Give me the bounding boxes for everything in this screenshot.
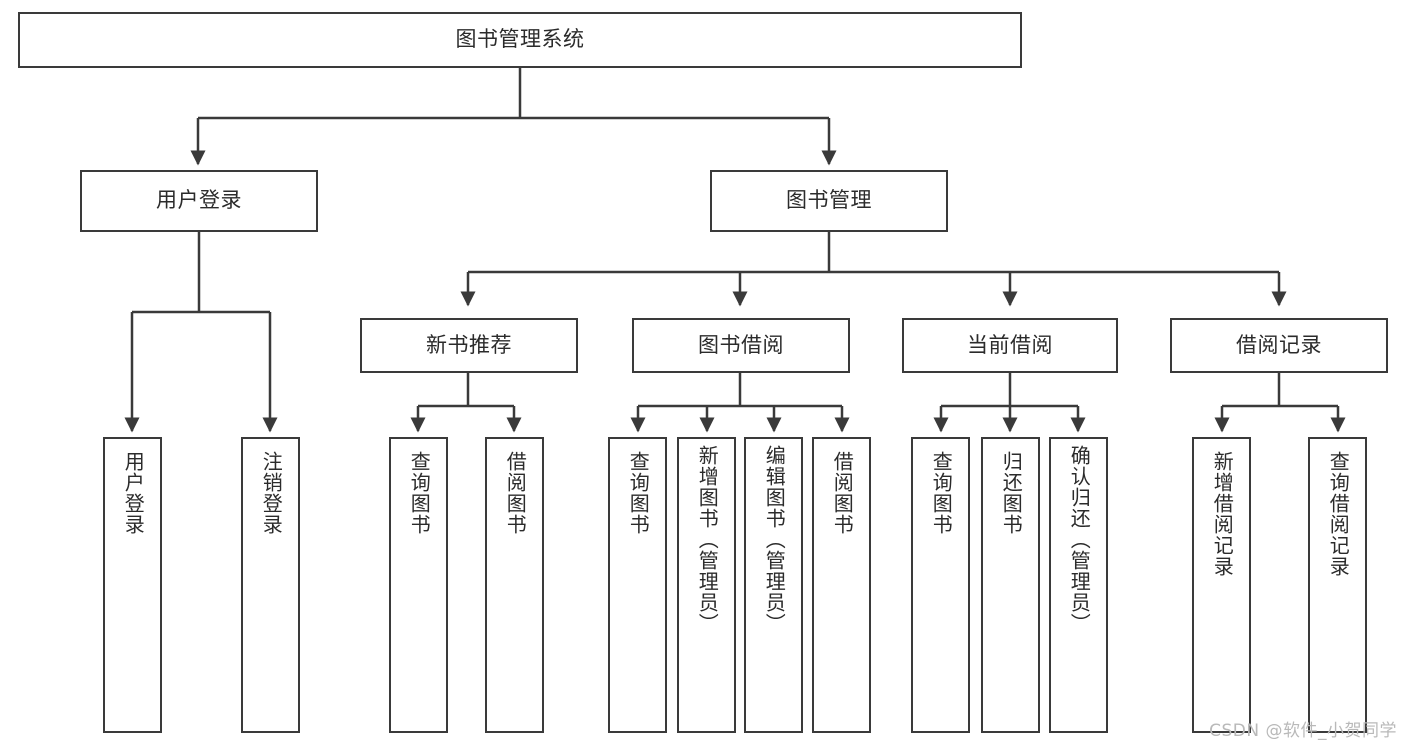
- node-leaf-logout-label: 注销登录: [259, 451, 284, 535]
- node-leaf-confirm-return-admin-label: 确认归还（管理员）: [1067, 445, 1092, 634]
- node-leaf-return-book-label: 归还图书: [999, 451, 1024, 535]
- node-root[interactable]: 图书管理系统: [18, 12, 1022, 68]
- node-book-management[interactable]: 图书管理: [710, 170, 948, 232]
- node-leaf-query-book-borrow[interactable]: 查询图书: [608, 437, 667, 733]
- node-leaf-query-book-recommend-label: 查询图书: [407, 451, 432, 535]
- node-leaf-borrow-book-recommend-label: 借阅图书: [503, 451, 528, 535]
- node-leaf-logout[interactable]: 注销登录: [241, 437, 300, 733]
- node-borrow-records[interactable]: 借阅记录: [1170, 318, 1388, 373]
- node-leaf-query-book-current[interactable]: 查询图书: [911, 437, 970, 733]
- node-leaf-add-book-admin-label: 新增图书（管理员）: [695, 445, 720, 634]
- node-book-borrow[interactable]: 图书借阅: [632, 318, 850, 373]
- node-leaf-query-book-current-label: 查询图书: [929, 451, 954, 535]
- node-new-book-recommend-label: 新书推荐: [426, 332, 512, 357]
- node-leaf-user-login-label: 用户登录: [121, 451, 146, 535]
- node-leaf-confirm-return-admin[interactable]: 确认归还（管理员）: [1049, 437, 1108, 733]
- node-book-management-label: 图书管理: [786, 188, 872, 213]
- node-leaf-query-book-recommend[interactable]: 查询图书: [389, 437, 448, 733]
- node-user-login[interactable]: 用户登录: [80, 170, 318, 232]
- node-book-borrow-label: 图书借阅: [698, 332, 784, 357]
- node-current-borrow-label: 当前借阅: [967, 332, 1053, 357]
- node-leaf-user-login[interactable]: 用户登录: [103, 437, 162, 733]
- node-leaf-add-book-admin[interactable]: 新增图书（管理员）: [677, 437, 736, 733]
- node-leaf-query-borrow-record-label: 查询借阅记录: [1326, 451, 1351, 577]
- node-leaf-query-borrow-record[interactable]: 查询借阅记录: [1308, 437, 1367, 733]
- node-user-login-label: 用户登录: [156, 188, 242, 213]
- node-leaf-add-borrow-record-label: 新增借阅记录: [1210, 451, 1235, 577]
- node-leaf-add-borrow-record[interactable]: 新增借阅记录: [1192, 437, 1251, 733]
- node-borrow-records-label: 借阅记录: [1236, 332, 1322, 357]
- node-leaf-query-book-borrow-label: 查询图书: [626, 451, 651, 535]
- node-leaf-borrow-book[interactable]: 借阅图书: [812, 437, 871, 733]
- node-current-borrow[interactable]: 当前借阅: [902, 318, 1118, 373]
- node-leaf-borrow-book-label: 借阅图书: [830, 451, 855, 535]
- node-leaf-borrow-book-recommend[interactable]: 借阅图书: [485, 437, 544, 733]
- csdn-watermark: CSDN @软件_小贺同学: [1209, 721, 1397, 741]
- node-new-book-recommend[interactable]: 新书推荐: [360, 318, 578, 373]
- node-root-label: 图书管理系统: [455, 27, 585, 52]
- node-leaf-edit-book-admin-label: 编辑图书（管理员）: [762, 445, 787, 634]
- node-leaf-edit-book-admin[interactable]: 编辑图书（管理员）: [744, 437, 803, 733]
- node-leaf-return-book[interactable]: 归还图书: [981, 437, 1040, 733]
